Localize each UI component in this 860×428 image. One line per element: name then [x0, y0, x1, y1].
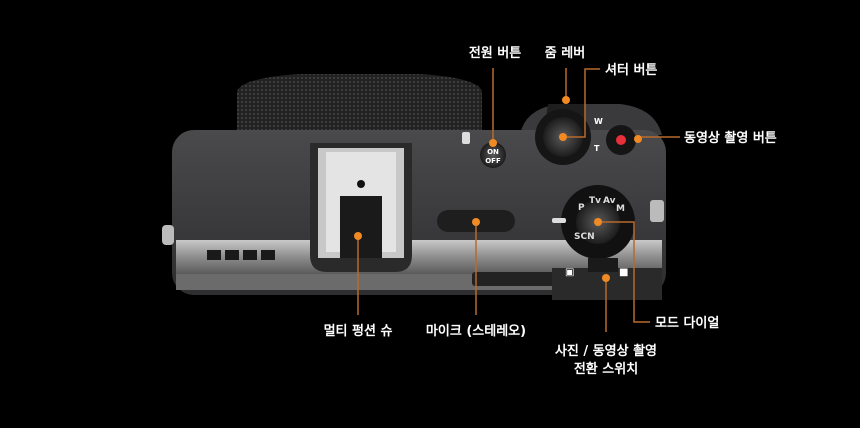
- zoom-wide-mark: W: [594, 117, 603, 126]
- strap-lug-left: [162, 225, 174, 245]
- label-power-button: 전원 버튼: [469, 45, 521, 61]
- multi-function-shoe: [310, 143, 412, 272]
- mode-scn: SCN: [574, 232, 595, 242]
- movie-camera-icon: ■: [619, 267, 628, 278]
- lens-ring: [237, 74, 482, 130]
- zoom-tele-mark: T: [594, 144, 600, 153]
- power-button[interactable]: ON OFF: [480, 142, 506, 168]
- mode-tv: Tv: [589, 196, 601, 206]
- strap-lug-right: [650, 200, 664, 222]
- mode-p: P: [578, 203, 585, 213]
- power-off-mark: OFF: [485, 157, 501, 165]
- label-shutter-button: 셔터 버튼: [605, 62, 657, 78]
- power-on-mark: ON: [487, 148, 499, 156]
- label-zoom-lever: 줌 레버: [545, 45, 585, 61]
- leader-lines: [357, 68, 680, 332]
- label-microphone: 마이크 (스테레오): [426, 323, 526, 339]
- label-movie-button: 동영상 촬영 버튼: [684, 130, 777, 146]
- movie-record-button[interactable]: [606, 125, 636, 155]
- label-multi-function-shoe: 멀티 펑션 슈: [324, 323, 393, 339]
- lower-band: [176, 274, 556, 290]
- callout-dots: [354, 96, 642, 282]
- label-switch-line2: 전환 스위치: [574, 361, 638, 377]
- camera-icon: ▣: [565, 267, 574, 278]
- mode-av: Av: [603, 196, 616, 206]
- record-icon: [616, 135, 626, 145]
- dial-index-mark: [552, 218, 566, 223]
- photo-movie-switch[interactable]: ▣ ■: [565, 258, 628, 278]
- label-switch-line1: 사진 / 동영상 촬영: [555, 343, 657, 359]
- side-vents: [207, 250, 275, 260]
- lower-slot: [472, 272, 554, 286]
- mode-m: M: [616, 204, 625, 214]
- label-mode-dial: 모드 다이얼: [655, 315, 719, 331]
- indicator-lamp: [462, 132, 470, 144]
